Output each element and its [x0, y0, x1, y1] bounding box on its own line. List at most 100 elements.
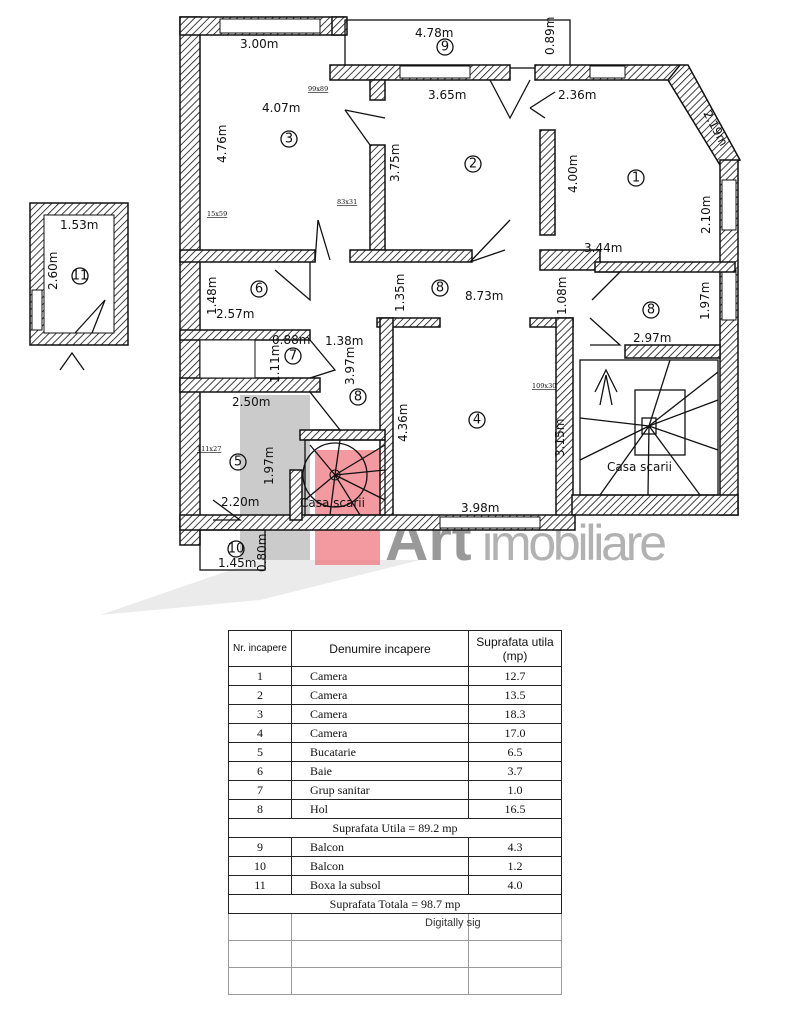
svg-text:1.53m: 1.53m [60, 218, 98, 232]
room-number-3: 3 [280, 130, 298, 148]
svg-text:5: 5 [234, 455, 242, 470]
svg-text:2.50m: 2.50m [232, 395, 270, 409]
room-number-1: 1 [627, 169, 645, 187]
cell-name: Boxa la subsol [291, 875, 469, 895]
svg-text:0.89m: 0.89m [543, 17, 557, 55]
cell-area: 6.5 [468, 742, 562, 762]
cell-area: 17.0 [468, 723, 562, 743]
cell-name: Balcon [291, 837, 469, 857]
room-number-5: 5 [229, 453, 247, 471]
svg-text:8: 8 [647, 303, 655, 318]
cell-area: 4.3 [468, 837, 562, 857]
svg-text:2.10m: 2.10m [699, 196, 713, 234]
svg-text:3.15m: 3.15m [553, 419, 567, 457]
room-numbers: 9 3 2 1 6 8 8 7 8 4 5 10 11 [71, 38, 660, 558]
svg-text:8: 8 [436, 281, 444, 296]
room-number-2: 2 [464, 155, 482, 173]
svg-text:1.38m: 1.38m [325, 334, 363, 348]
stair-label: Casa scarii [607, 460, 672, 474]
cell-nr: 6 [228, 761, 292, 781]
subtotal: Suprafata Utila = 89.2 mp [228, 818, 562, 838]
cell-nr: 7 [228, 780, 292, 800]
room-number-6: 6 [250, 280, 268, 298]
svg-text:1.45m: 1.45m [218, 556, 256, 570]
svg-text:1.97m: 1.97m [262, 447, 276, 485]
room-number-8: 8 [349, 388, 367, 406]
north-arrow-icon [594, 368, 618, 393]
cell-nr: 4 [228, 723, 292, 743]
cell-nr: 11 [228, 875, 292, 895]
svg-text:1.35m: 1.35m [393, 274, 407, 312]
cell-name: Camera [291, 704, 469, 724]
storage-box-11 [29, 202, 129, 371]
total-row: Suprafata Totala = 98.7 mp [228, 894, 562, 914]
svg-text:3.65m: 3.65m [428, 88, 466, 102]
svg-text:1.48m: 1.48m [205, 277, 219, 315]
svg-text:4.07m: 4.07m [262, 101, 300, 115]
dimension-labels: 3.00m 4.78m 0.89m 99x89 4.07m 3.65m 2.36… [46, 17, 731, 572]
svg-text:83x31: 83x31 [337, 198, 357, 206]
cell-area: 3.7 [468, 761, 562, 781]
subtotal-row: Suprafata Utila = 89.2 mp [228, 818, 562, 838]
cell-area: 1.0 [468, 780, 562, 800]
svg-text:4: 4 [473, 413, 481, 428]
room-number-9: 9 [436, 38, 454, 56]
header-nr: Nr. incapere [228, 630, 292, 667]
svg-text:8.73m: 8.73m [465, 289, 503, 303]
svg-text:8: 8 [354, 390, 362, 405]
room-number-8: 8 [642, 301, 660, 319]
svg-text:10: 10 [228, 542, 245, 557]
doors [212, 79, 622, 521]
cell-nr: 9 [228, 837, 292, 857]
svg-text:4.76m: 4.76m [215, 125, 229, 163]
walls [179, 16, 742, 571]
svg-text:15x59: 15x59 [207, 210, 227, 218]
svg-text:3.00m: 3.00m [240, 37, 278, 51]
svg-text:3.98m: 3.98m [461, 501, 499, 515]
north-arrow-icon [59, 351, 85, 371]
svg-text:2: 2 [469, 157, 477, 172]
room-number-11: 11 [71, 267, 89, 285]
cell-nr: 1 [228, 666, 292, 686]
svg-text:111x27: 111x27 [197, 445, 221, 453]
cell-name: Baie [291, 761, 469, 781]
signature-note: Digitally sig [425, 917, 481, 929]
svg-text:6: 6 [255, 282, 263, 297]
cell-nr: 3 [228, 704, 292, 724]
cell-area: 4.0 [468, 875, 562, 895]
svg-text:3: 3 [285, 132, 293, 147]
svg-text:2.60m: 2.60m [46, 252, 60, 290]
svg-text:11: 11 [72, 269, 89, 284]
cell-area: 1.2 [468, 856, 562, 876]
table-header: Nr. incapere Denumire incapere Suprafata… [228, 630, 562, 667]
svg-text:1.11m: 1.11m [268, 345, 282, 383]
svg-text:0.80m: 0.80m [255, 534, 269, 572]
svg-text:2.20m: 2.20m [221, 495, 259, 509]
svg-text:9: 9 [441, 40, 449, 55]
svg-text:7: 7 [289, 349, 297, 364]
svg-text:1.97m: 1.97m [698, 282, 712, 320]
svg-text:3.44m: 3.44m [584, 241, 622, 255]
cell-nr: 10 [228, 856, 292, 876]
room-number-4: 4 [468, 411, 486, 429]
cell-nr: 2 [228, 685, 292, 705]
cell-name: Camera [291, 685, 469, 705]
room-number-7: 7 [284, 347, 302, 365]
cell-name: Hol [291, 799, 469, 819]
svg-text:4.36m: 4.36m [396, 404, 410, 442]
cell-area: 16.5 [468, 799, 562, 819]
svg-text:99x89: 99x89 [308, 85, 328, 93]
svg-text:2.36m: 2.36m [558, 88, 596, 102]
stair-label: Casa scarii [300, 496, 365, 510]
header-name: Denumire incapere [291, 630, 469, 667]
svg-text:1: 1 [632, 171, 640, 186]
